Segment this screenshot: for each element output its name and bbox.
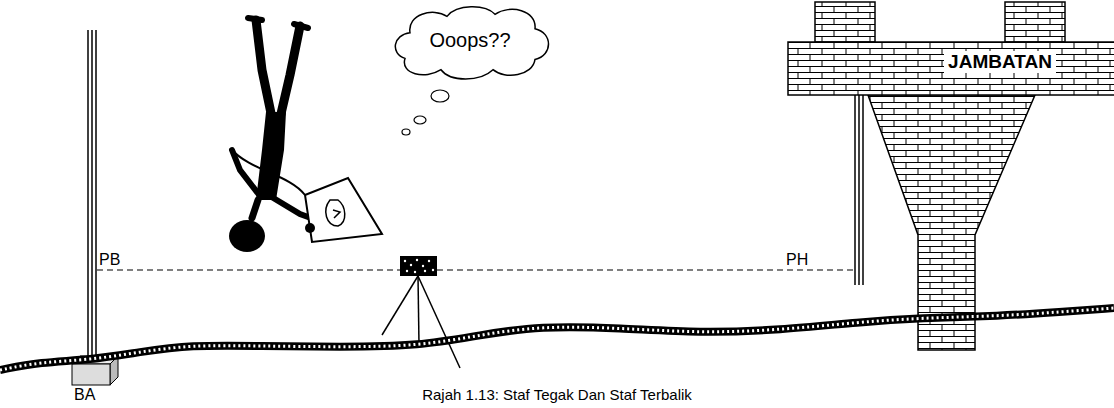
bridge-label-box: JAMBATAN — [900, 46, 1100, 78]
line-of-sight — [97, 269, 854, 270]
level-staff — [88, 30, 863, 362]
level-instrument — [382, 256, 460, 368]
node-text: JAMBATAN — [944, 51, 1056, 73]
thought-bubble: Ooops?? — [385, 2, 555, 82]
bridge — [788, 2, 1114, 350]
node-text: Ooops?? — [429, 29, 510, 52]
staff-label: PB — [99, 251, 120, 269]
thought-dots — [402, 90, 449, 135]
figure-caption: Rajah 1.13: Staf Tegak Dan Staf Terbalik — [422, 386, 692, 403]
surveyor-figure — [229, 18, 382, 252]
benchmark-label: BA — [74, 386, 95, 404]
ground-line — [0, 308, 1114, 370]
staff-label: PH — [786, 251, 808, 269]
